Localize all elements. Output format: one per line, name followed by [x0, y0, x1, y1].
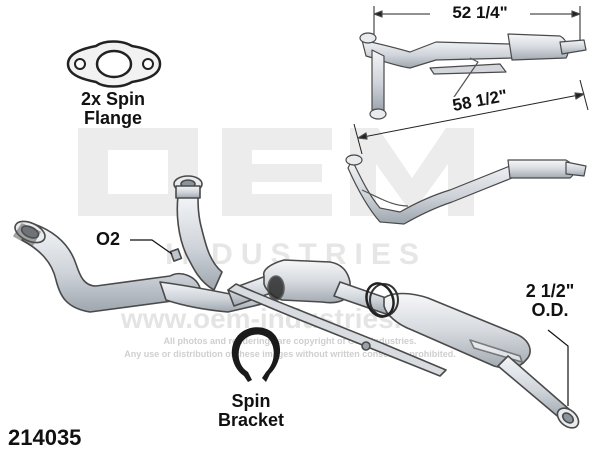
oem-watermark-logo: [78, 128, 474, 216]
spin-flange-label: 2x Spin Flange: [68, 90, 158, 128]
spin-flange-label-line2: Flange: [83, 107, 142, 128]
spin-flange-label-line1: 2x Spin: [80, 89, 146, 109]
watermark-copyright-2: Any use or distribution of these images …: [124, 349, 456, 359]
spin-bracket-label: Spin Bracket: [206, 392, 296, 430]
part-number: 214035: [8, 425, 82, 450]
leader-lines: [130, 239, 569, 406]
watermark-copyright-1: All photos and renderings are copyright …: [163, 336, 416, 346]
top-view-assembly: [345, 6, 589, 225]
outer-diameter-label-line1: 2 1/2": [525, 281, 575, 301]
spin-bracket-label-line1: Spin: [231, 391, 271, 411]
outer-diameter-label-line2: O.D.: [531, 299, 569, 320]
dimension-top-label: 52 1/4": [430, 4, 530, 22]
outer-diameter-label: 2 1/2" O.D.: [508, 282, 592, 320]
o2-label: O2: [96, 229, 121, 249]
spin-bracket-label-line2: Bracket: [217, 409, 285, 430]
spin-flange-icon: [66, 40, 162, 88]
assembly-spin-flange-icon: [365, 282, 395, 318]
main-exhaust-assembly: [13, 175, 580, 429]
